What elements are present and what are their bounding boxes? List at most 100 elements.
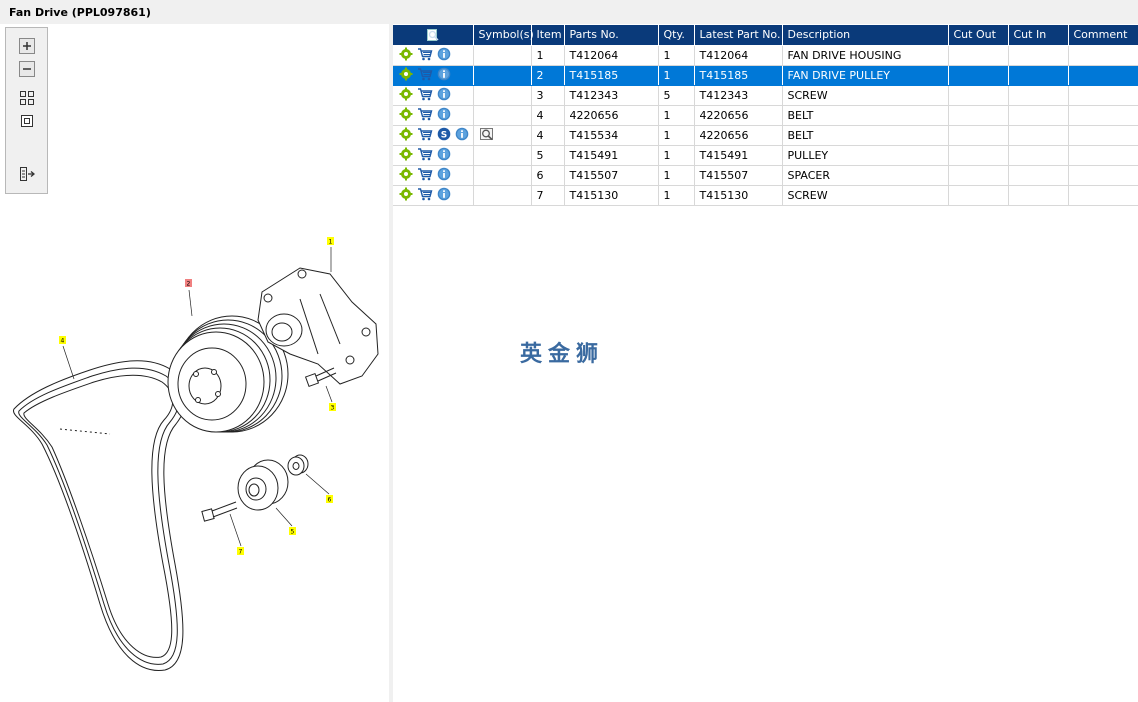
- kit-symbol-icon[interactable]: [479, 127, 495, 141]
- callouts: 1 2 3 4 5 6 7: [59, 237, 336, 556]
- callout-2[interactable]: 2: [185, 279, 192, 288]
- add-to-cart-button[interactable]: [417, 67, 433, 84]
- shopping-cart-icon: [418, 67, 433, 80]
- supersession-icon: S: [437, 127, 451, 140]
- toggle-list-button[interactable]: [17, 164, 37, 184]
- info-button[interactable]: [437, 167, 451, 184]
- info-button[interactable]: [437, 107, 451, 124]
- column-header-description[interactable]: Description: [782, 25, 949, 46]
- zoom-in-icon: [19, 38, 35, 54]
- info-button[interactable]: [437, 67, 451, 84]
- screw-3-drawing: [304, 367, 337, 388]
- supersession-button[interactable]: S: [437, 127, 451, 144]
- options-button[interactable]: [399, 167, 413, 184]
- cell-parts-no: T415130: [564, 185, 659, 206]
- column-header-item[interactable]: Item: [531, 25, 565, 46]
- cell-description: FAN DRIVE HOUSING: [782, 45, 949, 66]
- callout-4[interactable]: 4: [59, 336, 66, 345]
- column-header-symbols[interactable]: Symbol(s): [473, 25, 534, 46]
- cell-item: 4: [531, 105, 565, 126]
- cell-description: SPACER: [782, 165, 949, 186]
- info-icon: [437, 47, 451, 60]
- info-button[interactable]: [455, 127, 469, 144]
- screw-7-drawing: [201, 501, 238, 522]
- shopping-cart-icon: [418, 47, 433, 60]
- info-button[interactable]: [437, 87, 451, 104]
- svg-text:7: 7: [239, 549, 243, 556]
- column-header-cut-out[interactable]: Cut Out: [948, 25, 1009, 46]
- cell-cut-in: [1008, 45, 1069, 66]
- callout-6[interactable]: 6: [326, 495, 333, 504]
- options-button[interactable]: [399, 87, 413, 104]
- callout-3[interactable]: 3: [329, 403, 336, 412]
- cell-symbols: [473, 125, 532, 146]
- cell-latest-part-no: T412064: [694, 45, 783, 66]
- cell-qty: 5: [658, 85, 695, 106]
- cell-item: 6: [531, 165, 565, 186]
- options-button[interactable]: [399, 107, 413, 124]
- callout-7[interactable]: 7: [237, 547, 244, 556]
- cell-cut-in: [1008, 185, 1069, 206]
- add-to-cart-button[interactable]: [417, 127, 433, 144]
- column-header-comment[interactable]: Comment: [1068, 25, 1138, 46]
- gear-icon: [399, 127, 413, 140]
- column-header-parts-no[interactable]: Parts No.: [564, 25, 659, 46]
- options-button[interactable]: [399, 187, 413, 204]
- cell-cut-in: [1008, 145, 1069, 166]
- cell-cut-in: [1008, 105, 1069, 126]
- options-button[interactable]: [399, 147, 413, 164]
- add-to-cart-button[interactable]: [417, 87, 433, 104]
- actual-size-button[interactable]: [17, 111, 37, 131]
- diagram-panel: 1 2 3 4 5 6 7: [0, 24, 389, 702]
- info-button[interactable]: [437, 47, 451, 64]
- column-header-actions[interactable]: [393, 25, 474, 46]
- add-to-cart-button[interactable]: [417, 107, 433, 124]
- cell-item: 5: [531, 145, 565, 166]
- row-actions: [393, 105, 474, 126]
- info-button[interactable]: [437, 147, 451, 164]
- add-to-cart-button[interactable]: [417, 167, 433, 184]
- column-header-cut-in[interactable]: Cut In: [1008, 25, 1069, 46]
- options-button[interactable]: [399, 67, 413, 84]
- add-to-cart-button[interactable]: [417, 147, 433, 164]
- column-header-qty[interactable]: Qty.: [658, 25, 695, 46]
- zoom-toolbar: [5, 27, 48, 194]
- options-button[interactable]: [399, 47, 413, 64]
- svg-text:2: 2: [187, 281, 191, 288]
- info-button[interactable]: [437, 187, 451, 204]
- options-button[interactable]: [399, 127, 413, 144]
- add-to-cart-button[interactable]: [417, 187, 433, 204]
- cell-comment: [1068, 125, 1138, 146]
- cell-item: 1: [531, 45, 565, 66]
- shopping-cart-icon: [418, 147, 433, 160]
- fit-all-button[interactable]: [17, 88, 37, 108]
- info-icon: [455, 127, 469, 140]
- callout-1[interactable]: 1: [327, 237, 334, 246]
- column-header-latest-part-no[interactable]: Latest Part No.: [694, 25, 783, 46]
- gear-icon: [399, 167, 413, 180]
- parts-table: Symbol(s) Item Parts No. Qty. Latest Par…: [393, 25, 1138, 206]
- gear-icon: [399, 147, 413, 160]
- row-actions: [393, 85, 474, 106]
- exploded-diagram[interactable]: 1 2 3 4 5 6 7: [0, 24, 389, 702]
- zoom-in-button[interactable]: [17, 36, 37, 56]
- belt-drawing: [13, 360, 187, 671]
- cell-cut-out: [948, 165, 1009, 186]
- cell-cut-out: [948, 105, 1009, 126]
- cell-latest-part-no: 4220656: [694, 105, 783, 126]
- cell-item: 7: [531, 185, 565, 206]
- cell-symbols: [473, 65, 532, 86]
- spacer-drawing: [287, 454, 309, 476]
- cell-parts-no: T415507: [564, 165, 659, 186]
- callout-5[interactable]: 5: [289, 527, 296, 536]
- zoom-out-button[interactable]: [17, 59, 37, 79]
- add-to-cart-button[interactable]: [417, 47, 433, 64]
